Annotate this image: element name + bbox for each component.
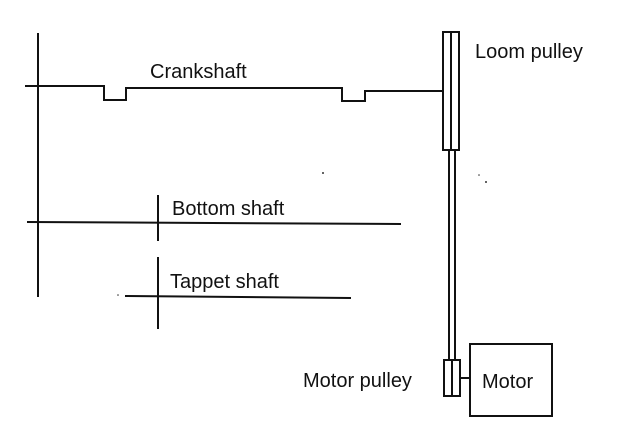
tappet-shaft-label: Tappet shaft [170, 271, 279, 293]
scan-speck [117, 294, 119, 296]
tappet-shaft-line [124, 294, 352, 300]
bottom-shaft-label: Bottom shaft [172, 198, 285, 220]
motor-pulley-label: Motor pulley [303, 370, 412, 392]
loom-pulley-label: Loom pulley [475, 41, 583, 63]
scan-speck [322, 172, 324, 174]
motor-label: Motor [482, 371, 533, 393]
bottom-shaft-line [26, 220, 402, 226]
scan-speck [478, 174, 480, 176]
motor-box [469, 343, 553, 417]
crankshaft-line [25, 85, 444, 102]
crankshaft-label: Crankshaft [150, 61, 247, 83]
scan-speck [485, 181, 487, 183]
